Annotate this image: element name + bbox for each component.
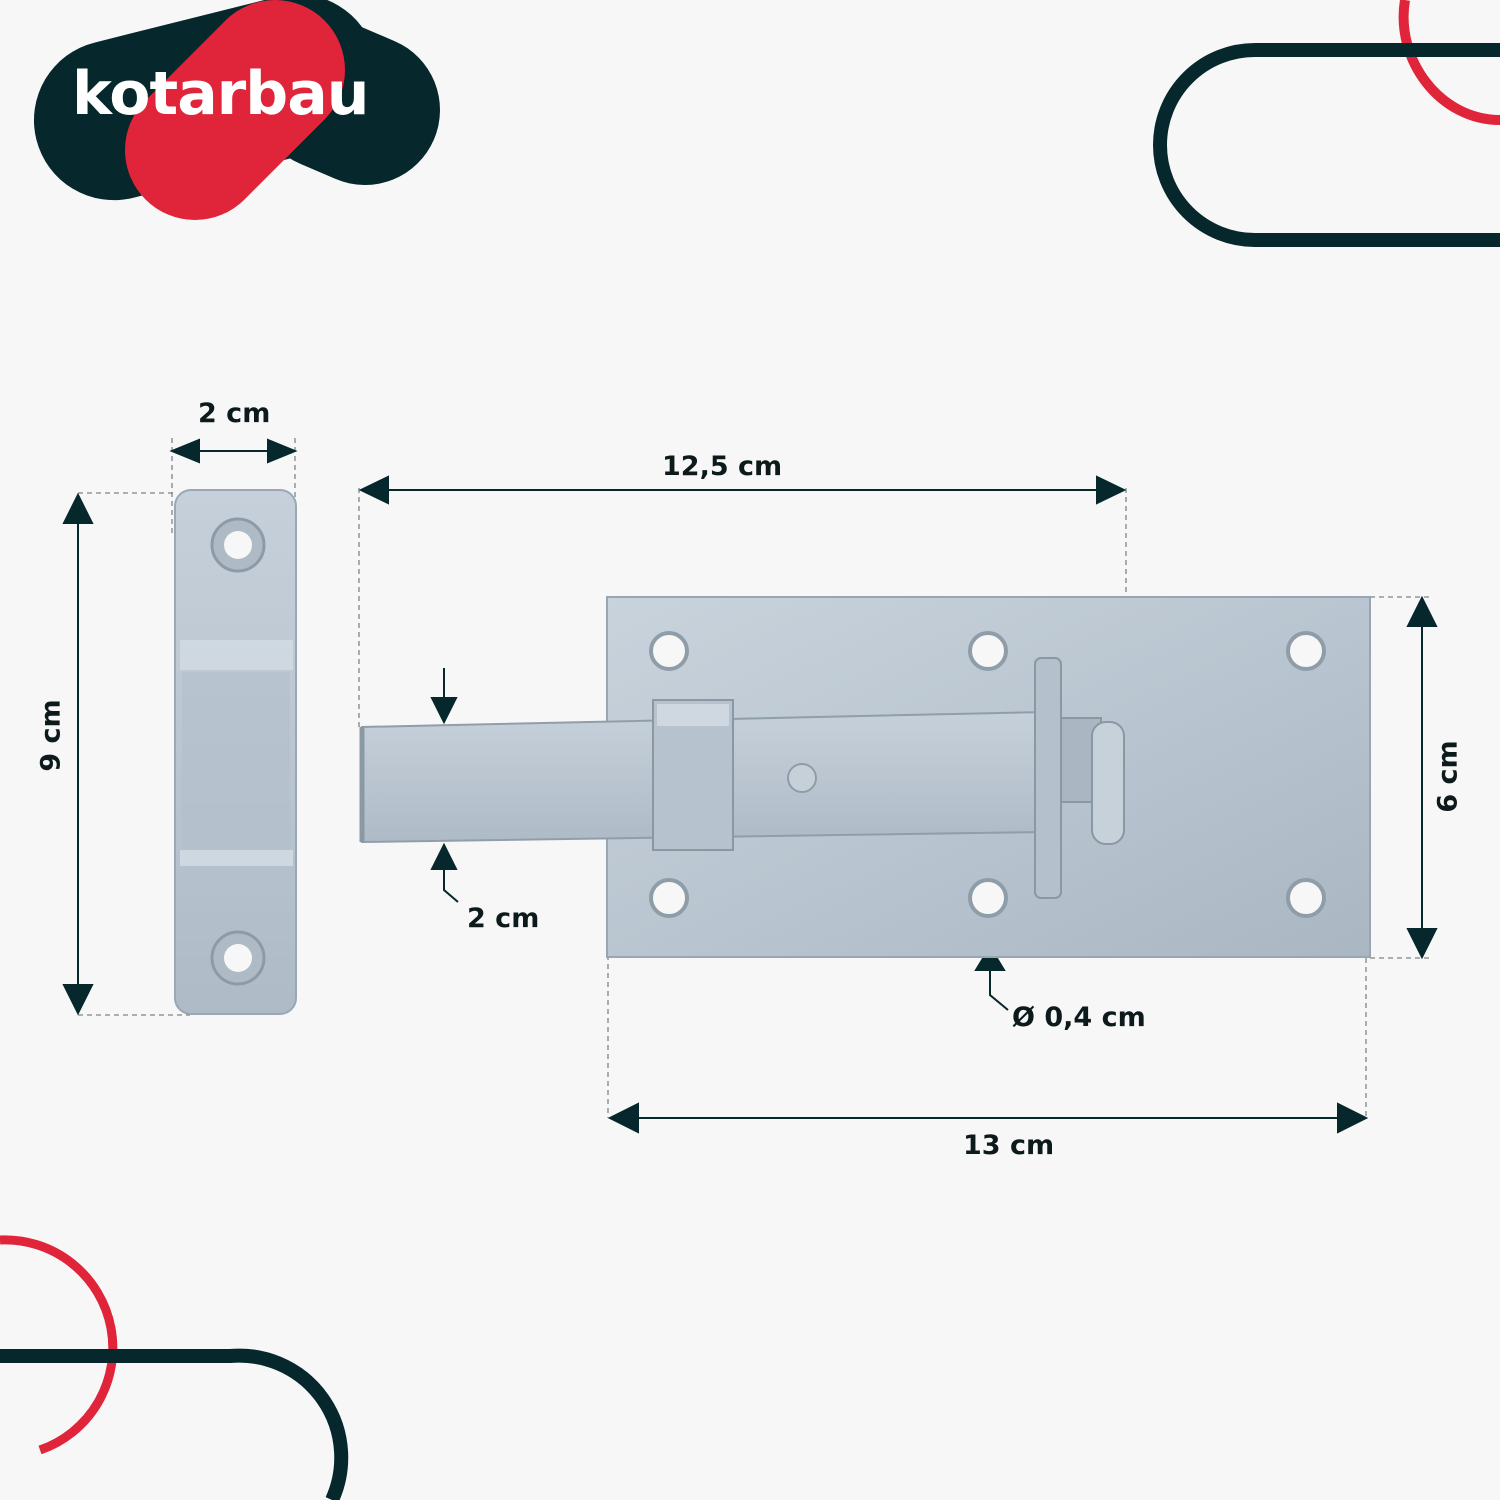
logo-mark	[33, 0, 440, 220]
decor-bottom-left	[0, 1235, 349, 1500]
plate-width-label: 13 cm	[963, 1130, 1055, 1161]
keeper-width-label: 2 cm	[198, 398, 271, 429]
bolt-bar	[359, 657, 1125, 899]
bolt-length-label: 12,5 cm	[662, 451, 783, 482]
keeper-height-label: 9 cm	[35, 699, 67, 772]
bolt-width-label: 2 cm	[467, 903, 540, 934]
dimension-lines	[62, 438, 1438, 1134]
decor-top-right	[1153, 0, 1500, 247]
plate-height-label: 6 cm	[1432, 740, 1464, 813]
brand-logo-text: kotarbau	[72, 59, 369, 129]
hole-diameter-label: Ø 0,4 cm	[1012, 1002, 1146, 1033]
keeper	[174, 489, 297, 1015]
